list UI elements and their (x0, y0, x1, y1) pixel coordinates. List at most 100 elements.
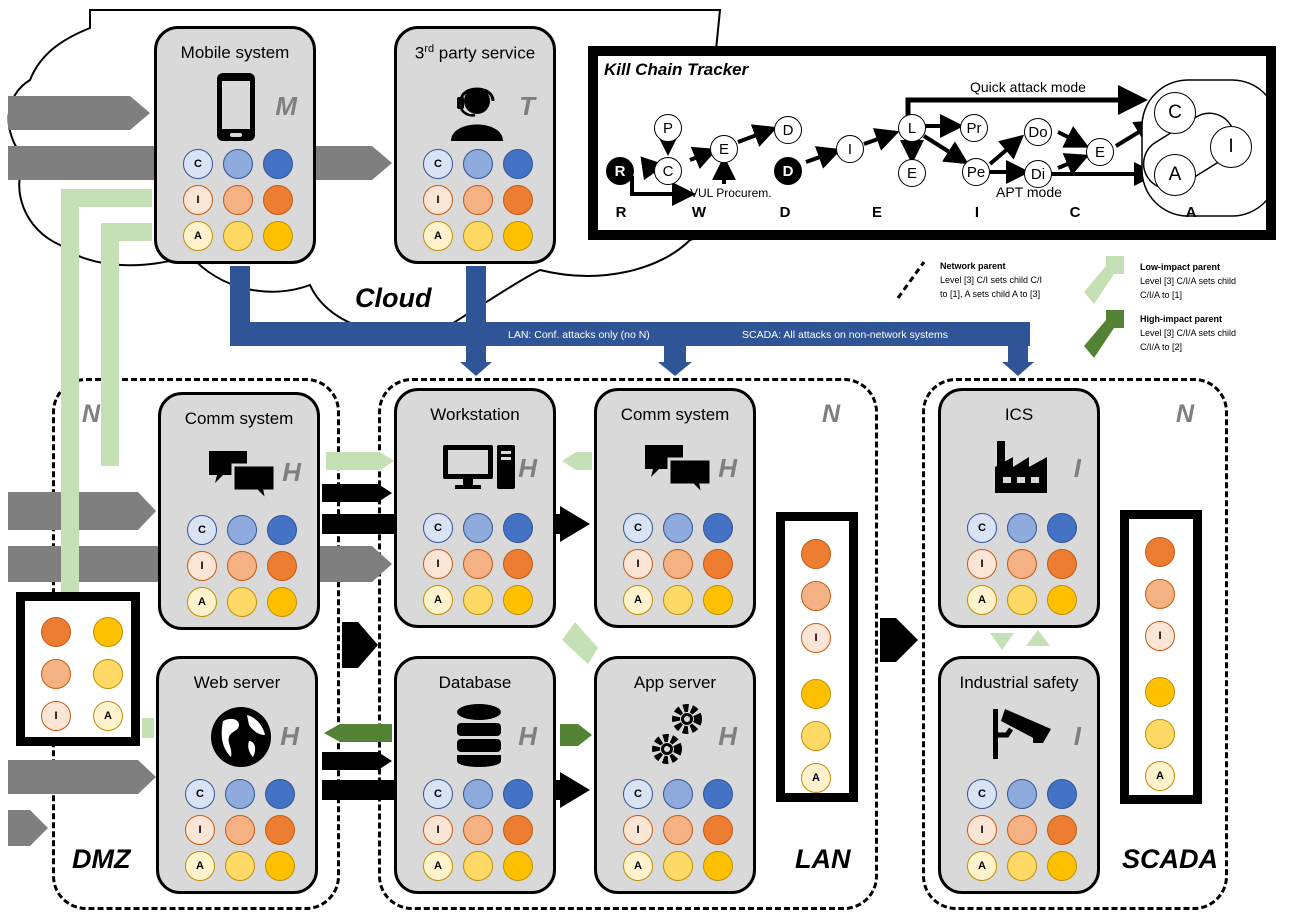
state-dot-i: I (41, 701, 71, 731)
computer-icon (443, 445, 515, 489)
cia-a-level-2 (1007, 585, 1037, 615)
cia-a-level-1: A (185, 851, 215, 881)
cia-i-level-1: I (423, 185, 453, 215)
network-label-scada: N (1176, 400, 1195, 428)
cia-c-level-2 (1007, 779, 1037, 809)
kc-stage-label: R (615, 204, 627, 221)
chat-bubbles-icon (645, 445, 713, 495)
cia-c-level-1: C (423, 513, 453, 543)
cia-c-level-1: C (967, 779, 997, 809)
node-title: Industrial safety (959, 673, 1079, 692)
cia-a-level-2 (223, 221, 253, 251)
kill-chain-title: Kill Chain Tracker (604, 60, 749, 79)
node-title: Comm system (184, 409, 294, 428)
cia-i-level-3 (703, 815, 733, 845)
globe-icon (211, 707, 271, 767)
cia-i-level-2 (223, 185, 253, 215)
kc-stage-label: W (691, 204, 707, 221)
cia-a-level-2 (463, 585, 493, 615)
cia-a-level-2 (463, 851, 493, 881)
node-title: App server (633, 673, 717, 692)
cia-i-level-3 (265, 815, 295, 845)
kc-node-e2: E (898, 159, 926, 187)
cia-i-level-1: I (967, 815, 997, 845)
cia-i-level-2 (225, 815, 255, 845)
cia-a-level-3 (263, 221, 293, 251)
cia-c-level-1: C (185, 779, 215, 809)
kc-node-i-final: I (1210, 126, 1252, 168)
kc-stage-label: C (1069, 204, 1081, 221)
cia-c-level-2 (463, 513, 493, 543)
cia-i-level-3 (503, 185, 533, 215)
kc-stage-label: D (779, 204, 791, 221)
node-title: 3rd party service (414, 43, 536, 63)
database-icon (457, 704, 501, 767)
node-title: Web server (193, 673, 281, 692)
cia-a-level-1: A (423, 221, 453, 251)
node-type-letter: T (519, 91, 535, 121)
cia-a-level-3 (503, 221, 533, 251)
network-parent-symbol (896, 261, 926, 299)
cia-c-level-2 (463, 149, 493, 179)
cia-c-level-1: C (423, 149, 453, 179)
cia-c-level-3 (1047, 513, 1077, 543)
node-type-letter: I (1073, 453, 1081, 483)
state-dot (93, 617, 123, 647)
external-arrow (8, 492, 156, 530)
cia-i-level-2 (663, 549, 693, 579)
state-dot-i: I (1145, 621, 1175, 651)
cia-a-level-1: A (967, 851, 997, 881)
zone-label-cloud: Cloud (355, 283, 432, 313)
cia-i-level-2 (663, 815, 693, 845)
node-title: Database (438, 673, 512, 692)
state-dot (1145, 537, 1175, 567)
node-type-letter: M (275, 91, 297, 121)
cia-a-level-3 (503, 585, 533, 615)
cia-a-level-3 (703, 585, 733, 615)
band-label-scada: SCADA: All attacks on non-network system… (742, 329, 948, 341)
cia-i-level-1: I (423, 815, 453, 845)
cia-a-level-1: A (187, 587, 217, 617)
cia-a-level-1: A (423, 585, 453, 615)
scada-zone (922, 378, 1228, 910)
state-dot (93, 659, 123, 689)
smartphone-icon (217, 73, 255, 141)
network-label-lan: N (822, 400, 841, 428)
node-type-letter: H (280, 721, 299, 751)
cia-c-level-3 (267, 515, 297, 545)
external-arrow (8, 96, 150, 130)
cia-i-level-3 (1047, 549, 1077, 579)
cia-c-level-3 (265, 779, 295, 809)
kc-node-c: C (654, 157, 682, 185)
kc-node-d-active: D (774, 157, 802, 185)
state-dot (801, 581, 831, 611)
cia-c-level-3 (263, 149, 293, 179)
node-title: ICS (1004, 405, 1034, 424)
cia-i-level-3 (267, 551, 297, 581)
cia-a-level-1: A (623, 585, 653, 615)
gears-icon (652, 704, 702, 764)
kc-node-do: Do (1024, 118, 1052, 146)
cia-a-level-3 (503, 851, 533, 881)
cia-i-level-2 (463, 185, 493, 215)
cia-c-level-1: C (187, 515, 217, 545)
cia-a-level-1: A (967, 585, 997, 615)
cia-i-level-3 (503, 549, 533, 579)
cia-c-level-2 (223, 149, 253, 179)
cia-a-level-2 (225, 851, 255, 881)
